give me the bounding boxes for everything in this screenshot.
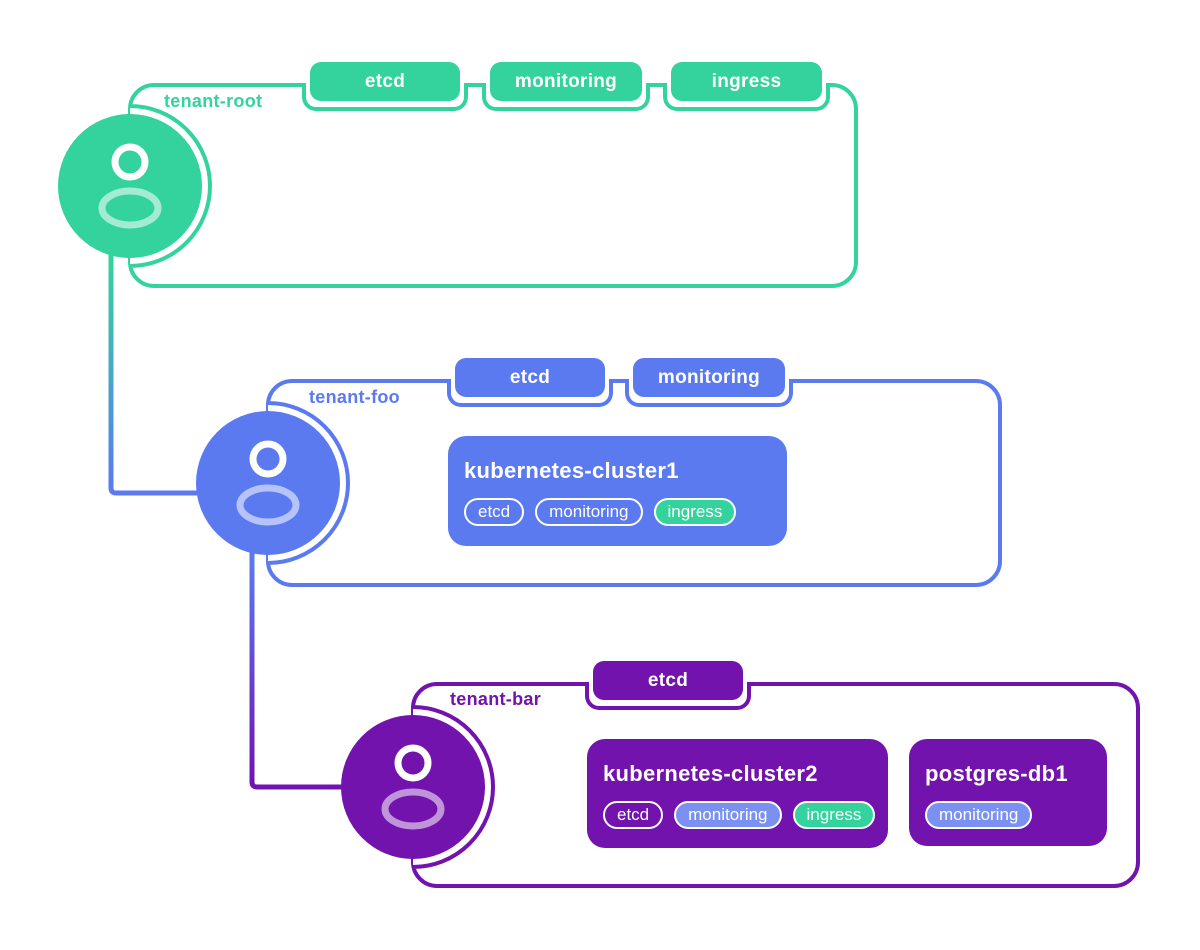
tenant-root-box — [128, 83, 858, 288]
chip-monitoring: monitoring — [535, 498, 643, 526]
tenant-bar-avatar — [341, 715, 485, 859]
chip-monitoring: monitoring — [674, 801, 782, 829]
connector-root-to-foo — [108, 252, 200, 496]
workload-postgres-db1: postgres-db1 monitoring — [909, 739, 1107, 846]
tag-monitoring: monitoring — [633, 358, 785, 397]
tenant-root-label: tenant-root — [164, 91, 263, 111]
connector-foo-to-bar — [249, 550, 346, 790]
tenant-foo-label: tenant-foo — [309, 387, 400, 407]
tag-etcd: etcd — [310, 62, 460, 101]
chip-ingress: ingress — [792, 801, 876, 829]
workload-title: kubernetes-cluster1 — [464, 458, 679, 483]
workload-title: kubernetes-cluster2 — [603, 761, 818, 786]
chip-etcd: etcd — [464, 498, 525, 526]
workload-kubernetes-cluster2: kubernetes-cluster2 etcd monitoring ingr… — [587, 739, 888, 848]
chip-ingress: ingress — [653, 498, 737, 526]
chip-monitoring: monitoring — [925, 801, 1033, 829]
tag-monitoring: monitoring — [490, 62, 642, 101]
tag-etcd: etcd — [455, 358, 605, 397]
chip-row: etcd monitoring ingress — [464, 498, 773, 526]
tenant-bar-label: tenant-bar — [450, 689, 542, 709]
chip-row: monitoring — [925, 801, 1093, 829]
tag-etcd: etcd — [593, 661, 743, 700]
workload-kubernetes-cluster1: kubernetes-cluster1 etcd monitoring ingr… — [448, 436, 787, 546]
tenant-foo-avatar — [196, 411, 340, 555]
tenant-root-avatar — [58, 114, 202, 258]
person-icon — [98, 143, 162, 229]
person-icon — [236, 440, 300, 526]
workload-title: postgres-db1 — [925, 761, 1068, 786]
chip-row: etcd monitoring ingress — [603, 801, 876, 829]
tag-ingress: ingress — [671, 62, 822, 101]
person-icon — [381, 744, 445, 830]
chip-etcd: etcd — [603, 801, 664, 829]
